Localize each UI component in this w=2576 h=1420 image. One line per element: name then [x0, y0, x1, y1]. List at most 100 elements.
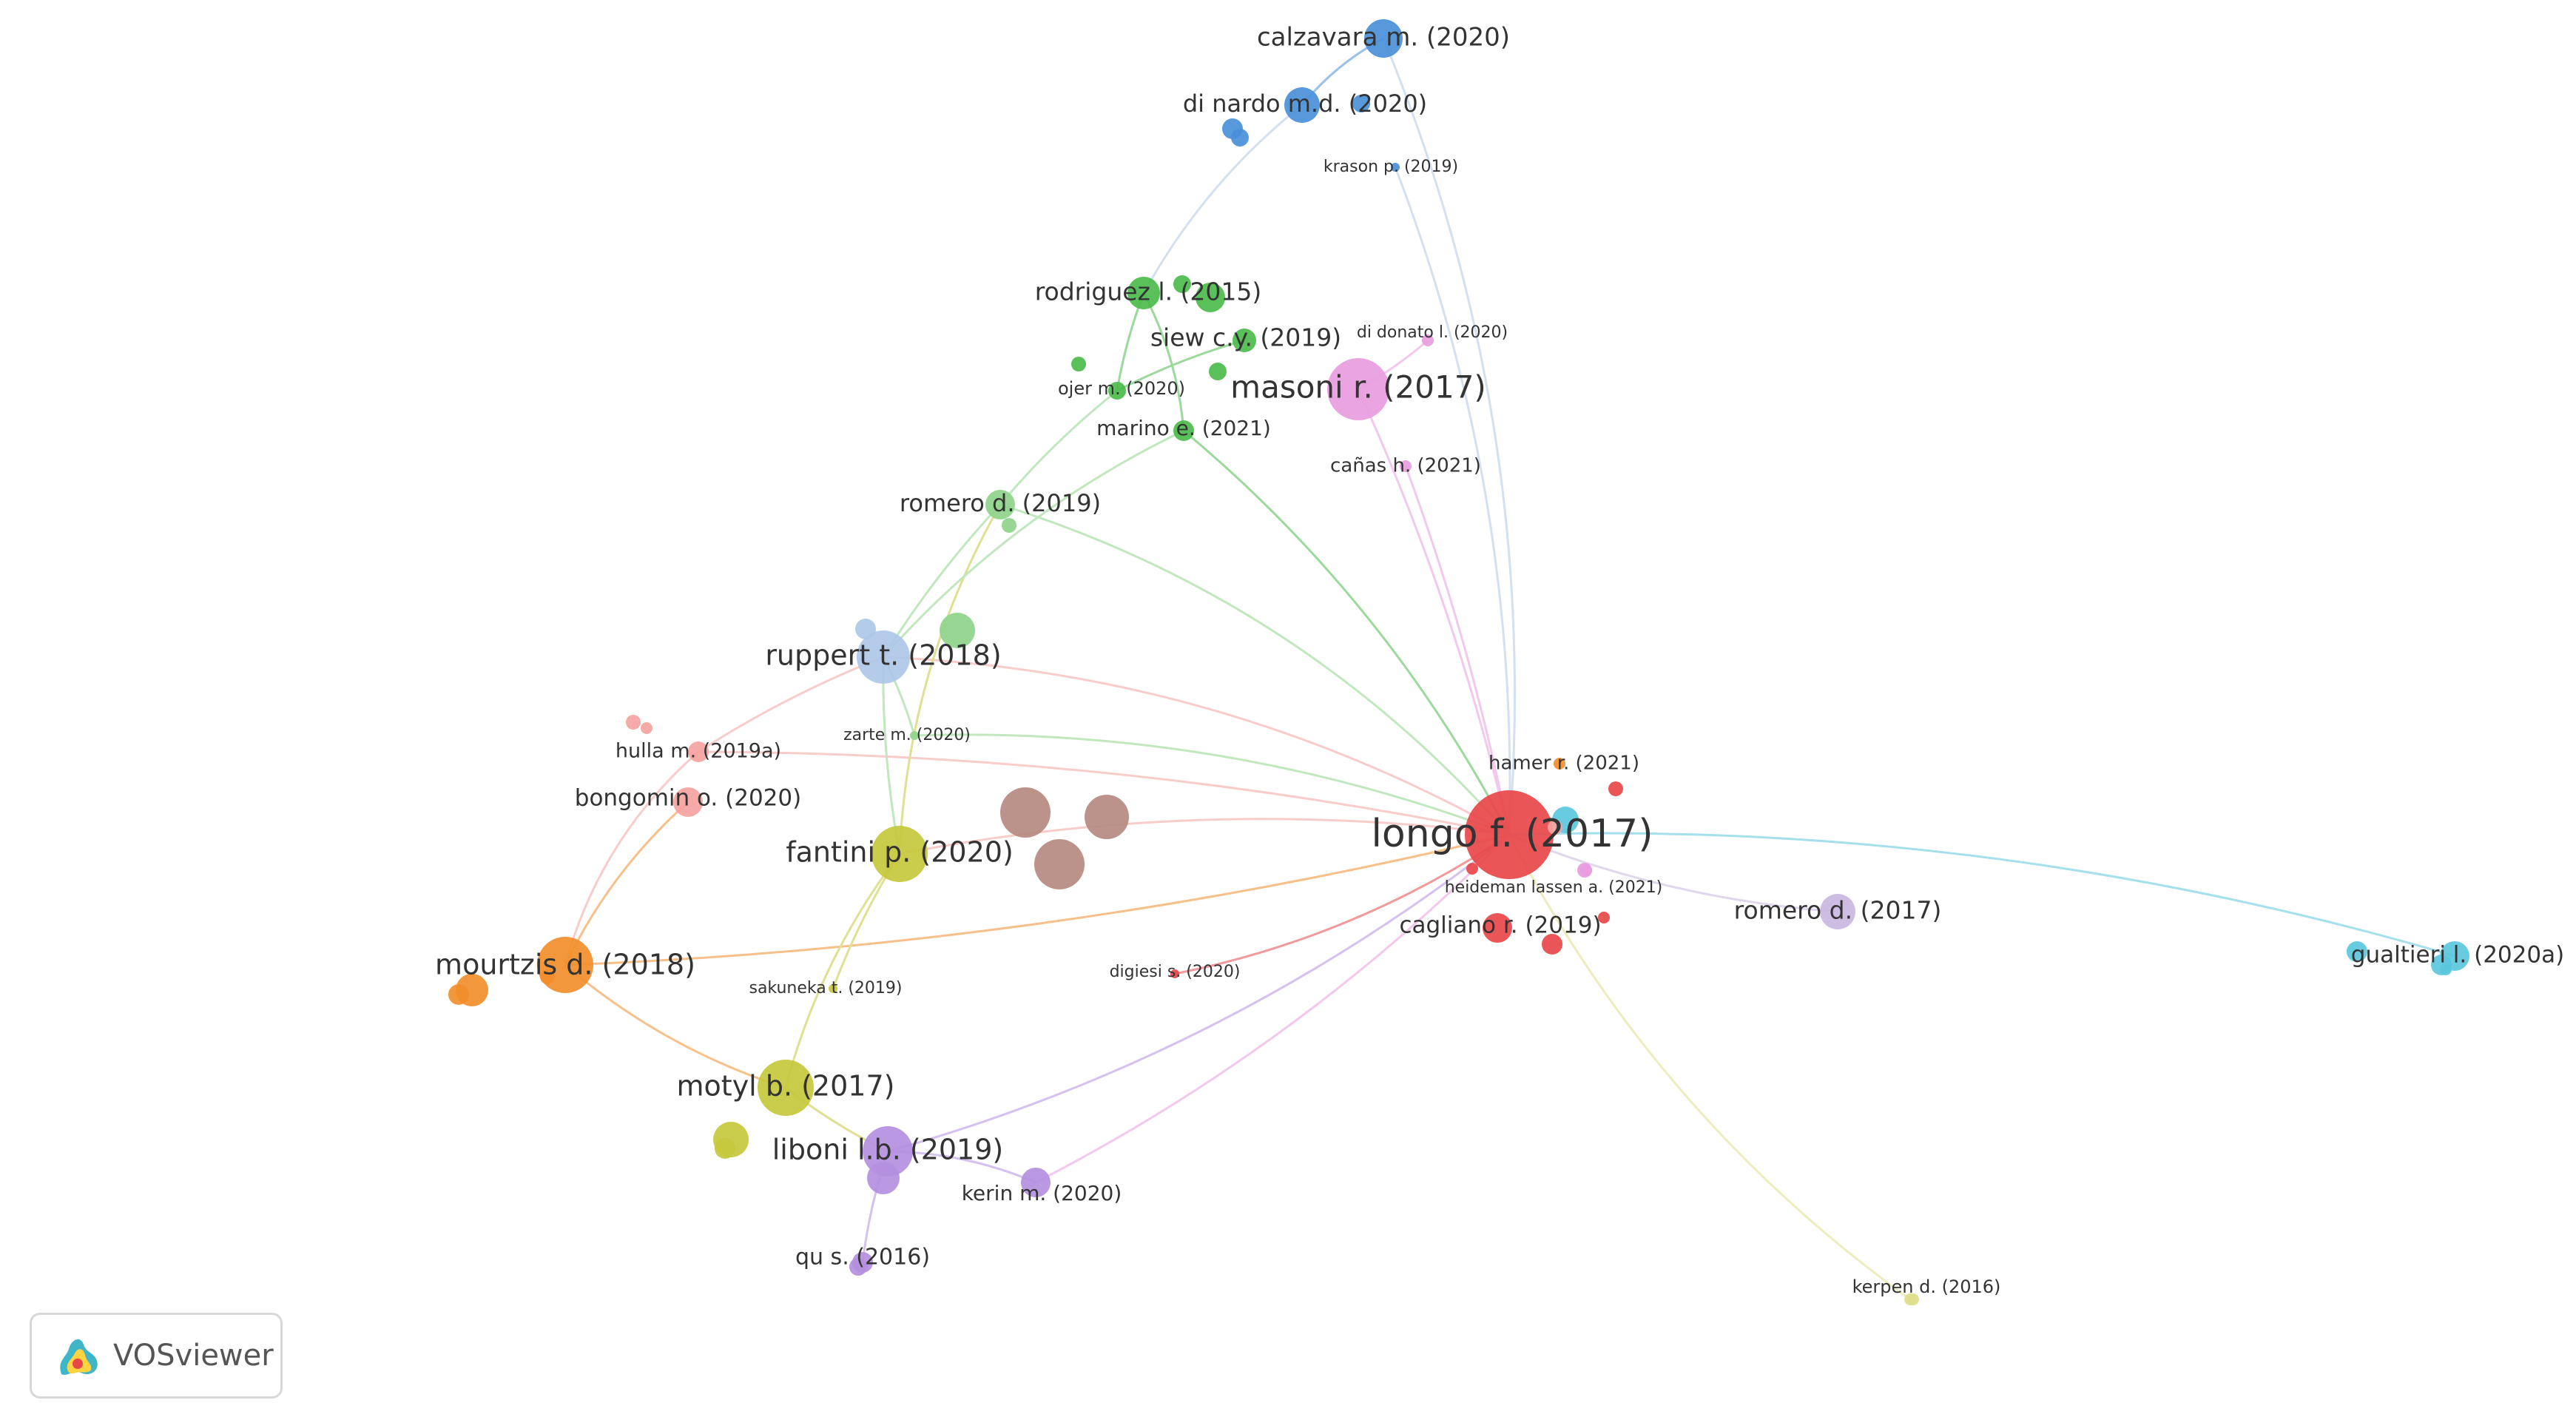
edge-mourtzis-motyl — [564, 963, 786, 1089]
node-unlabeled-2[interactable] — [1352, 95, 1370, 112]
edge-marino-ruppert — [882, 429, 1184, 658]
node-romero2019[interactable] — [985, 490, 1015, 519]
node-hulla[interactable] — [688, 741, 709, 762]
node-unlabeled-5[interactable] — [1071, 357, 1086, 371]
node-unlabeled-3[interactable] — [1173, 275, 1191, 293]
edge-siew-ojer — [1116, 339, 1245, 392]
node-label-hamer: hamer r. (2021) — [1488, 753, 1639, 775]
node-unlabeled-17[interactable] — [540, 969, 555, 984]
edge-longo-kerin — [1035, 833, 1511, 1184]
node-unlabeled-24[interactable] — [1608, 781, 1623, 796]
node-label-romero2019: romero d. (2019) — [900, 489, 1101, 517]
node-longo[interactable] — [1465, 790, 1554, 879]
node-unlabeled-4[interactable] — [1196, 283, 1225, 312]
node-dinardo[interactable] — [1284, 87, 1320, 123]
node-label-masoni: masoni r. (2017) — [1230, 369, 1486, 406]
node-cagliano[interactable] — [1483, 913, 1512, 943]
edge-hulla-mourtzis — [564, 750, 699, 966]
node-unlabeled-12[interactable] — [1034, 839, 1085, 889]
node-label-digiesi: digiesi s. (2020) — [1110, 963, 1241, 981]
node-label-canas: cañas h. (2021) — [1330, 455, 1481, 477]
node-unlabeled-19[interactable] — [715, 1138, 735, 1159]
node-unlabeled-1[interactable] — [1231, 129, 1249, 147]
node-label-siew: siew c.y. (2019) — [1150, 323, 1341, 352]
vosviewer-logo-icon — [60, 1339, 98, 1375]
node-label-cagliano: cagliano r. (2019) — [1399, 912, 1601, 939]
edge-longo-kerpen — [1508, 834, 1911, 1301]
node-marino[interactable] — [1173, 420, 1194, 441]
node-canas[interactable] — [1400, 460, 1412, 472]
edge-longo-ruppert — [883, 656, 1510, 836]
node-label-romero2017: romero d. (2017) — [1734, 896, 1942, 925]
label-layer: calzavara m. (2020) di nardo m.d. (2020) k… — [435, 23, 2564, 1298]
node-label-calzavara: calzavara m. (2020) — [1257, 23, 1510, 53]
node-siew[interactable] — [1233, 329, 1256, 352]
node-didonato[interactable] — [1422, 334, 1434, 346]
edge-longo-masoni — [1357, 388, 1511, 835]
node-label-motyl: motyl b. (2017) — [677, 1070, 895, 1103]
node-unlabeled-7[interactable] — [1002, 518, 1016, 533]
edge-longo-krason — [1394, 166, 1511, 835]
node-motyl[interactable] — [758, 1060, 814, 1116]
node-label-qu: qu s. (2016) — [795, 1245, 930, 1271]
node-ojer[interactable] — [1108, 382, 1126, 400]
node-calzavara[interactable] — [1364, 19, 1403, 58]
edge-longo-marino — [1183, 429, 1511, 835]
node-digiesi[interactable] — [1170, 969, 1179, 978]
node-label-dinardo: di nardo m.d. (2020) — [1183, 90, 1427, 118]
node-sakuneka[interactable] — [829, 984, 837, 993]
node-unlabeled-32[interactable] — [1907, 1293, 1919, 1305]
edge-longo-zarte — [914, 733, 1510, 836]
edge-longo-canas — [1404, 465, 1511, 835]
node-unlabeled-28[interactable] — [1580, 864, 1592, 876]
edge-rodriguez-marino — [1142, 292, 1185, 431]
node-label-krason: krason p. (2019) — [1324, 158, 1458, 176]
node-label-didonato: di donato l. (2020) — [1357, 323, 1508, 342]
node-unlabeled-20[interactable] — [867, 1162, 900, 1194]
edge-bongomin-mourtzis — [564, 801, 689, 966]
node-unlabeled-16[interactable] — [448, 984, 469, 1005]
edge-dinardo-rodriguez — [1142, 104, 1303, 294]
node-unlabeled-13[interactable] — [626, 715, 641, 730]
node-label-marino: marino e. (2021) — [1096, 416, 1271, 440]
node-unlabeled-23[interactable] — [1548, 820, 1562, 835]
node-unlabeled-26[interactable] — [1598, 912, 1610, 923]
node-fantini[interactable] — [871, 826, 928, 882]
edge-longo-romero2017 — [1508, 833, 1838, 913]
node-label-hulla: hulla m. (2019a) — [616, 740, 781, 763]
node-masoni[interactable] — [1327, 358, 1389, 420]
node-unlabeled-21[interactable] — [849, 1258, 867, 1276]
node-unlabeled-10[interactable] — [1000, 787, 1051, 838]
node-unlabeled-9[interactable] — [855, 619, 876, 639]
node-romero2017[interactable] — [1820, 894, 1855, 929]
vosviewer-badge[interactable]: VOSviewer — [30, 1313, 283, 1399]
node-unlabeled-6[interactable] — [1209, 363, 1227, 380]
node-label-kerpen: kerpen d. (2016) — [1852, 1276, 2001, 1297]
node-krason[interactable] — [1391, 163, 1400, 172]
node-unlabeled-8[interactable] — [940, 613, 975, 648]
node-unlabeled-25[interactable] — [1542, 934, 1562, 955]
node-label-zarte: zarte m. (2020) — [843, 726, 971, 744]
node-label-gualtieri: gualtieri l. (2020a) — [2351, 942, 2564, 969]
node-unlabeled-14[interactable] — [641, 722, 653, 734]
node-hamer[interactable] — [1554, 758, 1565, 770]
vosviewer-brand-label: VOSviewer — [113, 1339, 274, 1373]
node-unlabeled-11[interactable] — [1085, 795, 1129, 839]
edge-longo-romero2019 — [999, 503, 1511, 835]
node-bongomin[interactable] — [673, 787, 703, 817]
node-unlabeled-27[interactable] — [1466, 863, 1478, 875]
node-ruppert[interactable] — [857, 630, 910, 684]
node-zarte[interactable] — [910, 731, 919, 740]
edge-longo-liboni — [887, 833, 1510, 1153]
node-rodriguez[interactable] — [1127, 277, 1160, 309]
node-unlabeled-29[interactable] — [2347, 941, 2367, 962]
edge-layer — [564, 37, 2455, 1301]
node-label-sakuneka: sakuneka t. (2019) — [749, 979, 902, 997]
edge-longo-digiesi — [1174, 833, 1510, 975]
node-unlabeled-31[interactable] — [2440, 963, 2452, 975]
node-label-kerin: kerin m. (2020) — [962, 1181, 1122, 1205]
node-label-bongomin: bongomin o. (2020) — [575, 785, 801, 812]
node-kerin[interactable] — [1021, 1168, 1051, 1197]
edge-longo-calzavara — [1382, 38, 1517, 835]
